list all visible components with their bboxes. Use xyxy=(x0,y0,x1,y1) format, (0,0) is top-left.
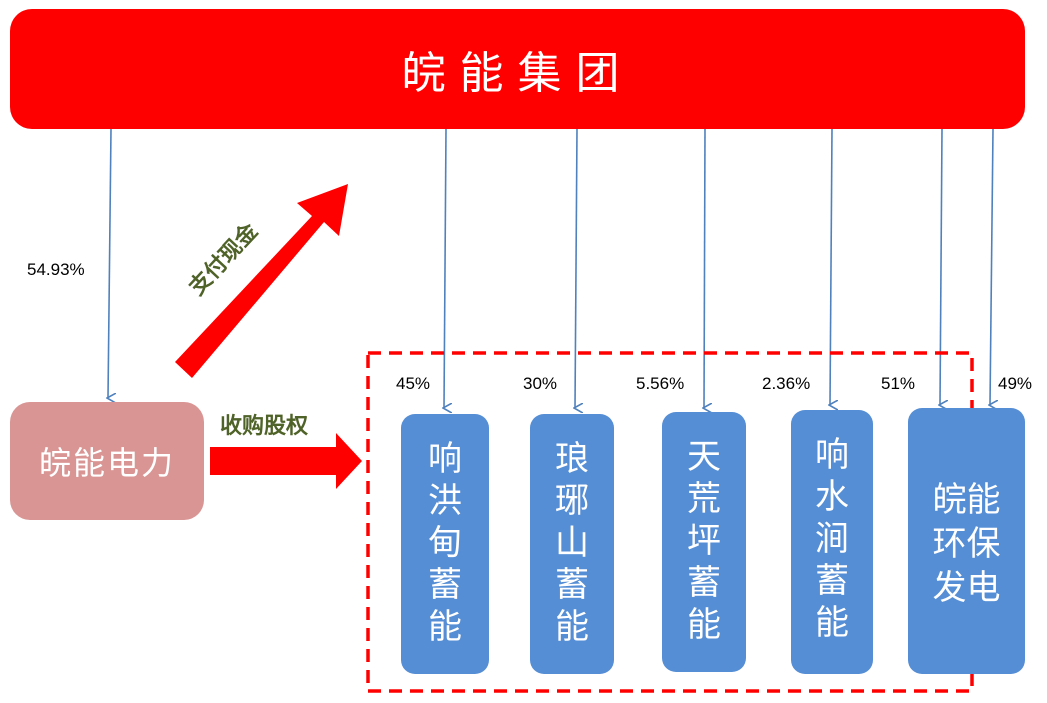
subsidiary-box-4: 响水涧蓄能 xyxy=(791,410,873,674)
connector-group-to-sub1 xyxy=(444,128,446,408)
acquire-equity-arrow xyxy=(210,433,362,489)
connector-group-to-sub4 xyxy=(830,128,832,405)
sub5-stake-primary: 51% xyxy=(881,374,916,393)
acquisition-scope-dashed-border xyxy=(366,351,974,693)
group-header-bar: 皖能集团 xyxy=(10,9,1025,129)
subsidiary-box-1: 响洪甸蓄能 xyxy=(401,414,489,674)
parent-company-name: 皖能电力 xyxy=(38,444,175,482)
connector-group-to-sub5a xyxy=(940,128,942,405)
connector-group-to-sub5b xyxy=(990,128,993,405)
sub1-stake: 45% xyxy=(396,374,431,393)
parent-company-box: 皖能电力 xyxy=(10,402,204,520)
sub5-stake-secondary: 49% xyxy=(998,374,1033,393)
subsidiary-name-3: 天荒坪蓄能 xyxy=(687,437,721,645)
sub3-stake: 5.56% xyxy=(636,374,685,393)
subsidiary-box-3: 天荒坪蓄能 xyxy=(662,412,746,672)
group-name: 皖能集团 xyxy=(401,48,634,99)
subsidiary-name-4: 响水涧蓄能 xyxy=(815,435,849,643)
subsidiary-box-2: 琅琊山蓄能 xyxy=(530,414,614,674)
subsidiary-name-2: 琅琊山蓄能 xyxy=(555,439,589,647)
subsidiary-name-1: 响洪甸蓄能 xyxy=(428,439,462,647)
subsidiary-name-5: 皖能环保发电 xyxy=(932,480,1001,608)
sub2-stake: 30% xyxy=(523,374,558,393)
connector-group-to-power xyxy=(108,128,111,398)
pay-cash-arrow xyxy=(175,184,348,378)
connector-group-to-sub3 xyxy=(704,128,705,408)
subsidiary-box-5: 皖能环保发电 xyxy=(908,408,1025,674)
sub4-stake: 2.36% xyxy=(762,374,811,393)
acquire-equity-label: 收购股权 xyxy=(220,414,309,439)
connector-group-to-sub2 xyxy=(575,128,577,408)
parent-stake-label: 54.93% xyxy=(27,260,85,279)
